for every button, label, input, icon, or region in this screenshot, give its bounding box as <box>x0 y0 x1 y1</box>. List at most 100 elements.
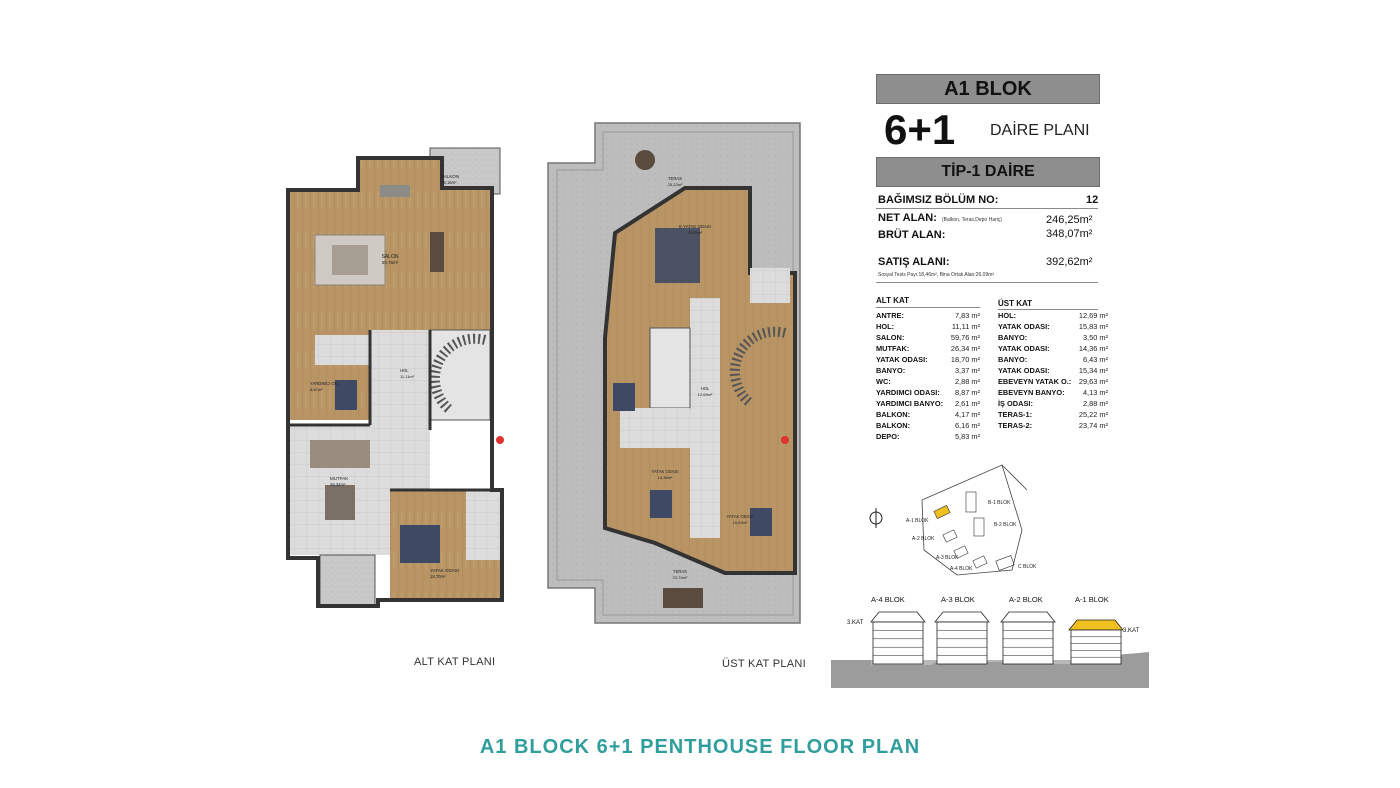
ust-room-label-yatak2: YATAK ODASI <box>727 514 754 519</box>
alt-room-area-yardimci: 8,87m² <box>310 387 323 392</box>
area-row-name: SALON: <box>876 333 905 342</box>
area-row-name: İŞ ODASI: <box>998 399 1033 408</box>
area-row-value: 59,76 m² <box>950 333 980 342</box>
area-row-value: 25,22 m² <box>1078 410 1108 419</box>
area-row-name: BALKON: <box>876 410 911 419</box>
area-row-value: 2,88 m² <box>954 377 980 386</box>
area-row-value: 6,16 m² <box>954 421 980 430</box>
area-row-name: WC: <box>876 377 891 386</box>
area-row: YATAK ODASI: 15,34 m² <box>998 365 1108 376</box>
area-row: HOL:11,11 m² <box>876 321 980 332</box>
area-row-value: 15,83 m² <box>1078 322 1108 331</box>
site-label-b2: B-2 BLOK <box>994 522 1017 528</box>
ust-room-label-teras1: TERAS <box>668 176 682 181</box>
alt-room-label-mutfak: MUTFAK <box>330 476 348 481</box>
area-row-name: YARDIMCI BANYO: <box>876 399 944 408</box>
area-row-value: 18,70 m² <box>950 355 980 364</box>
block-elevation: A-4 BLOK A-3 BLOK A-2 BLOK A-1 BLOK 3.KA… <box>831 595 1149 688</box>
area-row-name: YARDIMCI ODASI: <box>876 388 940 397</box>
area-row: SALON: 59,76 m² <box>876 332 980 343</box>
area-row-value: 4,13 m² <box>1082 388 1108 397</box>
area-row: HOL: 12,69 m² <box>998 310 1108 321</box>
area-row-name: BANYO: <box>998 333 1028 342</box>
elev-label-a2: A-2 BLOK <box>1009 595 1043 604</box>
elevation-block <box>870 611 926 665</box>
ust-room-area-yatak2: 15,83m² <box>733 520 748 525</box>
satis-alani-value: 392,62m² <box>1046 256 1093 268</box>
area-row: ANTRE:7,83 m² <box>876 310 980 321</box>
area-row-name: BANYO: <box>998 355 1028 364</box>
site-plan-map: A-1 BLOK A-2 BLOK A-3 BLOK A-4 BLOK B-1 … <box>869 464 1037 576</box>
area-row-value: 14,36 m² <box>1078 344 1108 353</box>
elev-label-a4: A-4 BLOK <box>871 595 905 604</box>
area-row: YATAK ODASI: 15,83 m² <box>998 321 1108 332</box>
ust-room-area-teras2: 23,74m² <box>673 575 688 580</box>
area-row-value: 15,34 m² <box>1078 366 1108 375</box>
net-alan-value: 246,25m² <box>1046 214 1093 226</box>
area-row-value: 2,61 m² <box>954 399 980 408</box>
ust-room-label-hol: HOL <box>701 386 710 391</box>
area-row-value: 12,69 m² <box>1078 311 1108 320</box>
daire-plani-label: DAİRE PLANI <box>990 122 1090 139</box>
alt-room-label-yatak: YATAK ODASI <box>430 568 459 573</box>
area-row: EBEVEYN BANYO: 4,13 m² <box>998 387 1108 398</box>
area-row: BALKON: 4,17 m² <box>876 409 980 420</box>
area-row-name: YATAK ODASI: <box>998 366 1050 375</box>
area-row-value: 26,34 m² <box>950 344 980 353</box>
alt-room-area-balkon: 6,16m² <box>443 180 457 185</box>
area-row-name: YATAK ODASI: <box>998 322 1050 331</box>
area-row: TERAS-1: 25,22 m² <box>998 409 1108 420</box>
area-row-value: 5,83 m² <box>954 432 980 441</box>
area-row-value: 4,17 m² <box>954 410 980 419</box>
area-row-name: HOL: <box>998 311 1017 320</box>
area-row-value: 3,37 m² <box>954 366 980 375</box>
area-row-name: YATAK ODASI: <box>876 355 928 364</box>
area-row-value: 7,83 m² <box>954 311 980 320</box>
ust-room-label-eyatak: E.YATAK ODASI <box>679 224 711 229</box>
area-row-name: EBEVEYN YATAK O.: <box>998 377 1072 386</box>
alt-room-label-balkon: BALKON <box>441 174 459 179</box>
sosyal-tesis-note: Sosyal Tesis Payı:18,46m², Bina Ortak Al… <box>878 272 995 278</box>
satis-alani-label: SATIŞ ALANI: <box>878 256 950 268</box>
area-row-name: TERAS-1: <box>998 410 1033 419</box>
area-row: BALKON: 6,16 m² <box>876 420 980 431</box>
alt-room-label-hol: HOL <box>400 368 409 373</box>
area-row-value: 8,87 m² <box>954 388 980 397</box>
area-row: WC: 2,88 m² <box>876 376 980 387</box>
a1-block-highlight <box>933 505 951 519</box>
ust-room-area-eyatak: 29,63m² <box>688 230 703 235</box>
area-row-name: EBEVEYN BANYO: <box>998 388 1065 397</box>
net-alan-note: (Balkon, Teras,Depo Hariç) <box>942 217 1002 223</box>
site-label-a4: A-4 BLOK <box>950 566 973 572</box>
brut-alan-label: BRÜT ALAN: <box>878 229 946 241</box>
elev-label-a1: A-1 BLOK <box>1075 595 1109 604</box>
alt-kat-header: ALT KAT <box>876 296 910 305</box>
tip-header: TİP-1 DAİRE <box>876 157 1100 187</box>
elev-kat-right: 3.KAT <box>1123 628 1140 634</box>
alt-room-label-yardimci: YARDIMCI OD. <box>310 381 339 386</box>
alt-room-area-salon: 59,76m² <box>382 260 399 265</box>
ust-room-label-yatak1: YATAK ODASI <box>652 469 679 474</box>
area-row: EBEVEYN YATAK O.: 29,63 m² <box>998 376 1108 387</box>
site-label-c: C BLOK <box>1018 564 1037 570</box>
alt-room-area-yatak: 18,70m² <box>430 574 446 579</box>
net-alan-label: NET ALAN: <box>878 212 937 224</box>
area-row: YARDIMCI ODASI: 8,87 m² <box>876 387 980 398</box>
area-row-name: TERAS-2: <box>998 421 1033 430</box>
ust-room-area-hol: 12,69m² <box>698 392 713 397</box>
unit-type-code: 6+1 <box>884 106 956 153</box>
elevation-block <box>934 611 990 665</box>
divider <box>876 282 1098 283</box>
brut-alan-value: 348,07m² <box>1046 228 1093 240</box>
area-row: BANYO:6,43 m² <box>998 354 1108 365</box>
elev-label-a3: A-3 BLOK <box>941 595 975 604</box>
blok-header: A1 BLOK <box>876 74 1100 104</box>
ust-kat-plan: TERAS 25,22m² E.YATAK ODASI 29,63m² HOL … <box>547 122 801 624</box>
area-row-name: YATAK ODASI: <box>998 344 1050 353</box>
area-row-value: 29,63 m² <box>1078 377 1108 386</box>
ust-kat-caption: ÜST KAT PLANI <box>722 658 806 670</box>
area-row: MUTFAK:26,34 m² <box>876 343 980 354</box>
area-row-name: BALKON: <box>876 421 911 430</box>
alt-kat-caption: ALT KAT PLANI <box>414 656 496 668</box>
ust-room-area-yatak1: 14,36m² <box>658 475 673 480</box>
